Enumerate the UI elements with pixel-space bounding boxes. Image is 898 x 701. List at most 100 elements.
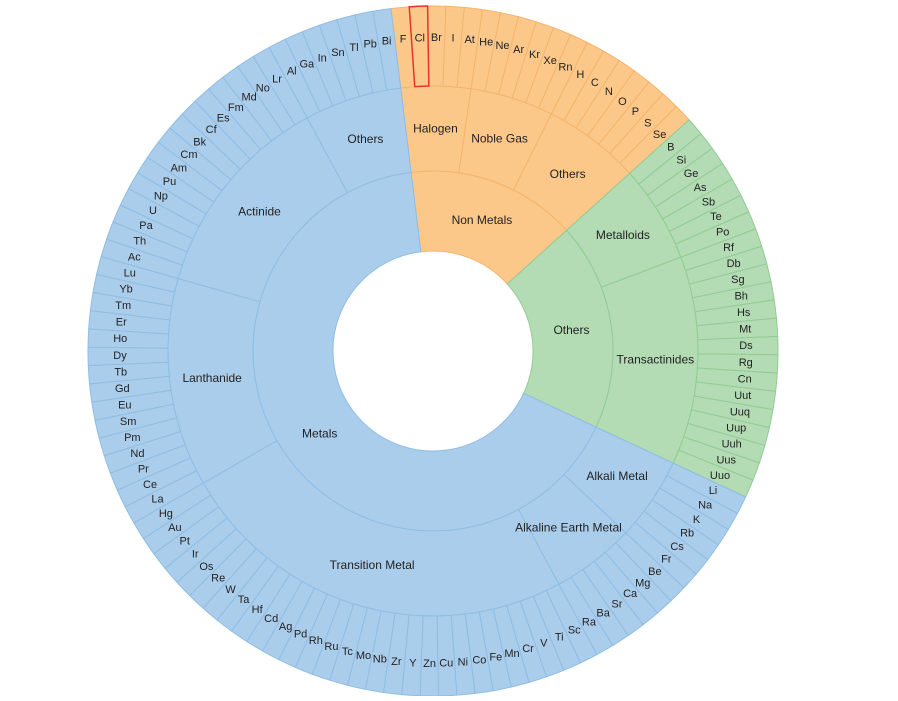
element-label-cf: Cf <box>206 124 218 136</box>
element-label-au: Au <box>168 522 181 534</box>
element-label-cd: Cd <box>264 613 278 625</box>
element-label-li: Li <box>709 485 718 497</box>
element-label-tl: Tl <box>349 42 358 54</box>
subgroup-label-others: Others <box>347 132 383 146</box>
element-label-fm: Fm <box>228 102 244 114</box>
element-label-ag: Ag <box>279 621 292 633</box>
element-label-v: V <box>540 638 548 650</box>
subgroup-label-transition-metal: Transition Metal <box>330 558 415 572</box>
element-label-pb: Pb <box>363 38 376 50</box>
element-label-nd: Nd <box>130 448 144 460</box>
element-label-ca: Ca <box>623 588 638 600</box>
element-label-sn: Sn <box>331 47 344 59</box>
element-label-es: Es <box>217 113 230 125</box>
element-label-f: F <box>400 33 407 45</box>
subgroup-label-alkaline-earth-metal: Alkaline Earth Metal <box>515 521 622 535</box>
element-label-o: O <box>618 96 627 108</box>
element-label-rg: Rg <box>739 357 753 369</box>
element-label-dy: Dy <box>113 350 127 362</box>
element-label-w: W <box>225 584 236 596</box>
element-label-c: C <box>591 77 599 89</box>
element-label-xe: Xe <box>543 55 556 67</box>
element-label-tb: Tb <box>114 367 127 379</box>
element-label-sc: Sc <box>568 624 581 636</box>
element-label-i: I <box>452 33 455 45</box>
element-label-as: As <box>694 182 707 194</box>
element-label-cn: Cn <box>738 373 752 385</box>
element-label-ga: Ga <box>299 59 315 71</box>
element-label-s: S <box>644 117 651 129</box>
element-label-tm: Tm <box>115 300 131 312</box>
group-label-metals: Metals <box>302 426 337 440</box>
element-label-b: B <box>667 141 674 153</box>
element-label-ac: Ac <box>128 251 141 263</box>
element-label-pu: Pu <box>163 176 176 188</box>
element-label-rn: Rn <box>558 61 572 73</box>
element-label-cs: Cs <box>670 541 684 553</box>
element-label-ba: Ba <box>596 608 610 620</box>
element-label-mo: Mo <box>356 650 371 662</box>
element-label-pd: Pd <box>294 629 307 641</box>
element-label-uuh: Uuh <box>722 439 742 451</box>
element-label-se: Se <box>653 129 666 141</box>
subgroup-label-noble-gas: Noble Gas <box>471 132 528 146</box>
element-label-yb: Yb <box>119 284 132 296</box>
element-label-pr: Pr <box>138 464 149 476</box>
element-label-ti: Ti <box>555 631 564 643</box>
element-label-th: Th <box>133 236 146 248</box>
element-label-uuo: Uuo <box>710 470 730 482</box>
element-label-lu: Lu <box>124 267 136 279</box>
element-label-rb: Rb <box>680 528 694 540</box>
element-label-rh: Rh <box>309 635 323 647</box>
element-label-os: Os <box>199 561 214 573</box>
center-hole <box>334 252 532 450</box>
element-label-nb: Nb <box>373 653 387 665</box>
element-segment-dy[interactable] <box>87 346 169 367</box>
element-label-ce: Ce <box>143 479 157 491</box>
element-label-ra: Ra <box>582 616 597 628</box>
element-label-ds: Ds <box>739 340 753 352</box>
element-label-u: U <box>149 205 157 217</box>
element-label-cr: Cr <box>522 643 534 655</box>
element-label-gd: Gd <box>115 383 130 395</box>
subgroup-label-alkali-metal: Alkali Metal <box>586 469 647 483</box>
element-label-sg: Sg <box>731 274 744 286</box>
element-segment-bi[interactable] <box>372 8 402 91</box>
element-label-cl: Cl <box>415 32 425 44</box>
element-label-kr: Kr <box>529 49 540 61</box>
element-label-in: In <box>318 52 327 64</box>
element-label-he: He <box>479 37 493 49</box>
element-label-zn: Zn <box>423 658 436 670</box>
subgroup-label-metalloids: Metalloids <box>596 228 650 242</box>
element-label-fr: Fr <box>661 554 672 566</box>
element-label-am: Am <box>171 162 188 174</box>
element-label-y: Y <box>409 657 417 669</box>
element-label-pt: Pt <box>180 536 190 548</box>
element-label-al: Al <box>287 66 297 78</box>
group-label-non-metals: Non Metals <box>452 213 513 227</box>
element-label-sr: Sr <box>611 598 622 610</box>
element-segment-ds[interactable] <box>697 335 779 356</box>
element-label-re: Re <box>211 573 225 585</box>
selection-highlight <box>408 5 430 88</box>
element-label-cu: Cu <box>439 658 453 670</box>
element-label-md: Md <box>241 92 256 104</box>
element-label-np: Np <box>154 190 168 202</box>
element-label-hg: Hg <box>159 508 173 520</box>
element-label-ni: Ni <box>458 657 468 669</box>
element-label-zr: Zr <box>391 656 402 668</box>
element-label-ge: Ge <box>684 168 699 180</box>
element-label-k: K <box>693 514 701 526</box>
element-label-p: P <box>632 106 639 118</box>
element-label-te: Te <box>710 211 722 223</box>
element-label-er: Er <box>116 317 127 329</box>
subgroup-label-actinide: Actinide <box>238 205 281 219</box>
element-label-n: N <box>605 86 613 98</box>
element-label-ar: Ar <box>513 44 524 56</box>
element-label-uuq: Uuq <box>730 406 750 418</box>
element-label-bi: Bi <box>382 35 392 47</box>
element-label-mn: Mn <box>504 648 519 660</box>
element-label-uup: Uup <box>726 423 746 435</box>
subgroup-label-lanthanide: Lanthanide <box>182 371 242 385</box>
